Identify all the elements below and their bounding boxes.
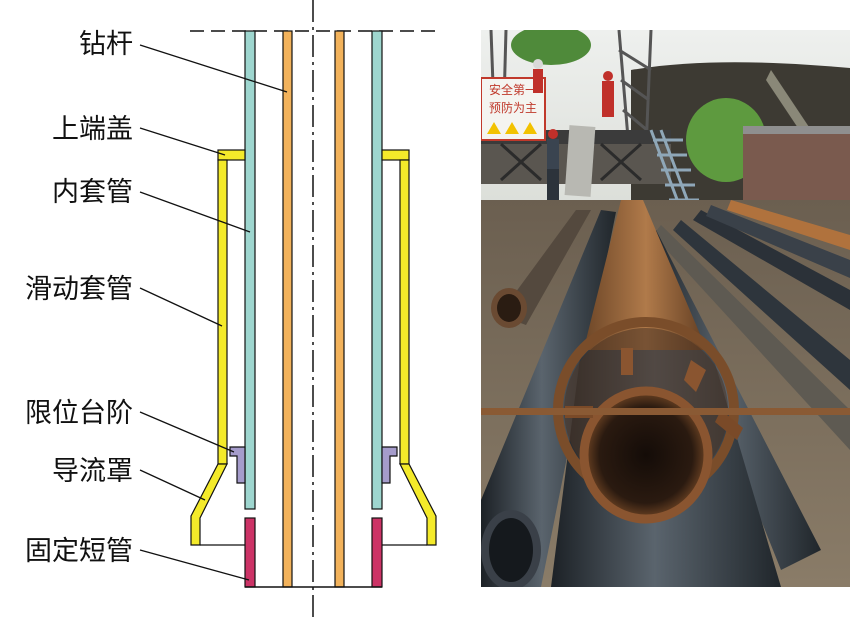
inner-casing xyxy=(244,30,383,510)
casing-structure-diagram: 钻杆 上端盖 内套管 滑动套管 限位台阶 导流罩 固定短管 xyxy=(25,0,440,621)
leader-sliding-casing xyxy=(139,287,223,327)
fixed-short-pipe xyxy=(244,517,383,588)
leader-fixed-short-pipe xyxy=(139,549,250,581)
workers xyxy=(533,59,614,204)
label-upper-cap: 上端盖 xyxy=(52,114,133,145)
leader-drill-rod xyxy=(139,44,288,93)
cross-rod xyxy=(481,408,850,415)
leader-inner-casing xyxy=(139,191,251,233)
label-limit-step: 限位台阶 xyxy=(25,398,133,429)
label-fixed-short-pipe: 固定短管 xyxy=(25,536,133,567)
plank xyxy=(564,125,596,197)
limit-step xyxy=(229,446,398,484)
leader-lines xyxy=(139,44,288,581)
leader-flow-guide xyxy=(139,469,206,501)
leader-upper-cap xyxy=(139,127,226,156)
label-inner-casing: 内套管 xyxy=(52,177,133,208)
label-sliding-casing: 滑动套管 xyxy=(25,274,133,305)
safety-sign-line2: 预防为主 xyxy=(489,100,537,115)
tree-left xyxy=(511,30,591,65)
label-drill-rod: 钻杆 xyxy=(79,29,133,60)
left-pipes xyxy=(481,210,616,587)
leader-limit-step xyxy=(139,411,235,453)
upper-cap xyxy=(217,149,410,161)
safety-sign-line1: 安全第一 xyxy=(489,82,537,97)
platform-stairs xyxy=(649,129,699,211)
label-flow-guide: 导流罩 xyxy=(52,456,133,487)
site-photo: 安全第一 预防为主 xyxy=(481,30,850,587)
flow-guide-hood xyxy=(190,463,437,546)
brick-building xyxy=(743,130,850,202)
pipe-opening xyxy=(579,386,713,524)
